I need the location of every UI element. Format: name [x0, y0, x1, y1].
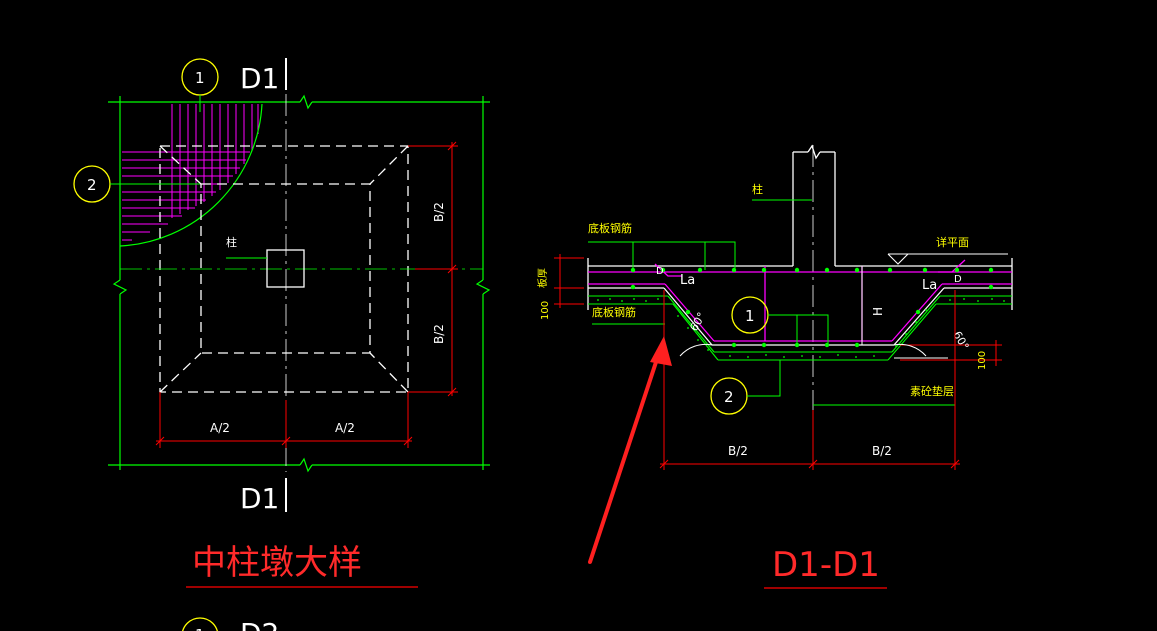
plan-dim-b	[408, 141, 458, 397]
plan-dim-b-top: B/2	[432, 202, 446, 222]
section-callout-1-leader	[768, 314, 829, 345]
plan-rebar-arc	[119, 103, 263, 247]
section-top-bars-leader	[588, 241, 736, 270]
plan-dim-a	[155, 392, 413, 448]
section-right-dims	[900, 340, 1002, 366]
plan-view: 柱 A/2 A/2 B/2 B/2 1	[73, 58, 491, 588]
section-cushion-label: 素砼垫层	[910, 384, 954, 398]
section-view: 柱	[536, 144, 1013, 589]
plan-column	[266, 249, 305, 288]
section-cushion-hatch	[597, 298, 1005, 358]
plan-dim-b-bottom: B/2	[432, 324, 446, 344]
section-la-left-hook: D	[656, 266, 664, 277]
section-dim-b-left: B/2	[728, 444, 748, 458]
plan-section-mark-bottom: D1	[240, 482, 279, 515]
section-cushion	[588, 295, 1012, 361]
section-cushion-thickness-right: 100	[977, 351, 988, 370]
section-angle-left-arc	[679, 343, 713, 357]
section-dim-b-right: B/2	[872, 444, 892, 458]
section-bottom-bars-label: 底板钢筋	[592, 305, 636, 319]
section-slab-thickness-label: 板厚	[536, 268, 549, 288]
plan-callout-1: 1	[195, 69, 205, 87]
plan-dim-a-left: A/2	[210, 421, 230, 435]
section-cushion-thickness-left: 100	[540, 301, 551, 320]
plan-column-label: 柱	[226, 235, 237, 249]
section-level-label: 详平面	[936, 235, 969, 249]
section-left-dims	[554, 254, 584, 308]
section-angle-right-arc	[893, 343, 927, 357]
section-level-marker	[887, 253, 1008, 265]
section-angle-right: 60°	[950, 329, 971, 352]
plan-title: 中柱墩大样	[192, 543, 362, 583]
section-title: D1-D1	[772, 545, 880, 585]
section-h-label: H	[871, 307, 885, 316]
plan-section-mark-top: D1	[240, 62, 279, 95]
plan-callout-2: 2	[87, 176, 97, 194]
section-callout-2-leader	[747, 360, 781, 397]
section-la-left: La	[680, 273, 695, 288]
section-top-bars-label: 底板钢筋	[588, 221, 632, 235]
section-column-label: 柱	[752, 182, 763, 196]
section-dim-b	[659, 290, 960, 470]
plan-dim-a-right: A/2	[335, 421, 355, 435]
section-rebar	[588, 259, 1012, 342]
next-detail-callout: 1	[195, 626, 205, 631]
section-slab	[587, 258, 1013, 346]
plan-rebar-grid	[122, 104, 259, 241]
next-detail-callout-circle	[182, 617, 218, 631]
section-la-right-hook: D	[954, 274, 962, 285]
section-callout-2: 2	[724, 388, 734, 406]
annotation-arrow	[588, 336, 672, 564]
plan-outer-boundary	[108, 94, 491, 473]
section-la-right: La	[922, 278, 937, 293]
next-detail-mark: D2	[240, 617, 279, 631]
next-detail: 1 D2	[182, 617, 279, 631]
section-callout-1: 1	[745, 307, 755, 325]
section-column	[792, 144, 836, 266]
